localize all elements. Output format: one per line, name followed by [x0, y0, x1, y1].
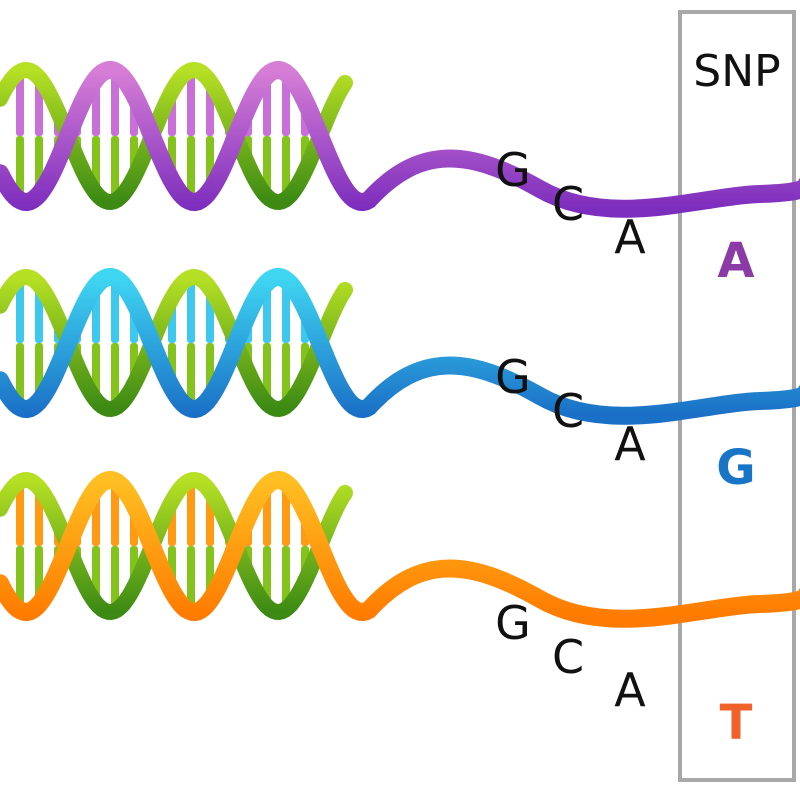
sequence-base-3: A — [614, 417, 646, 471]
snp-base: A — [717, 233, 754, 289]
sequence-base-3: A — [614, 663, 646, 717]
sequence-base-3: A — [614, 210, 646, 264]
snp-base: G — [716, 440, 755, 496]
sequence-base-2: C — [552, 177, 584, 231]
sequence-base-1: G — [495, 596, 531, 650]
sequence-base-2: C — [552, 384, 584, 438]
sequence-base-1: G — [495, 350, 531, 404]
sequence-base-2: C — [552, 630, 584, 684]
snp-base: T — [720, 695, 753, 751]
snp-column-label: SNP — [693, 46, 780, 97]
sequence-base-1: G — [495, 143, 531, 197]
